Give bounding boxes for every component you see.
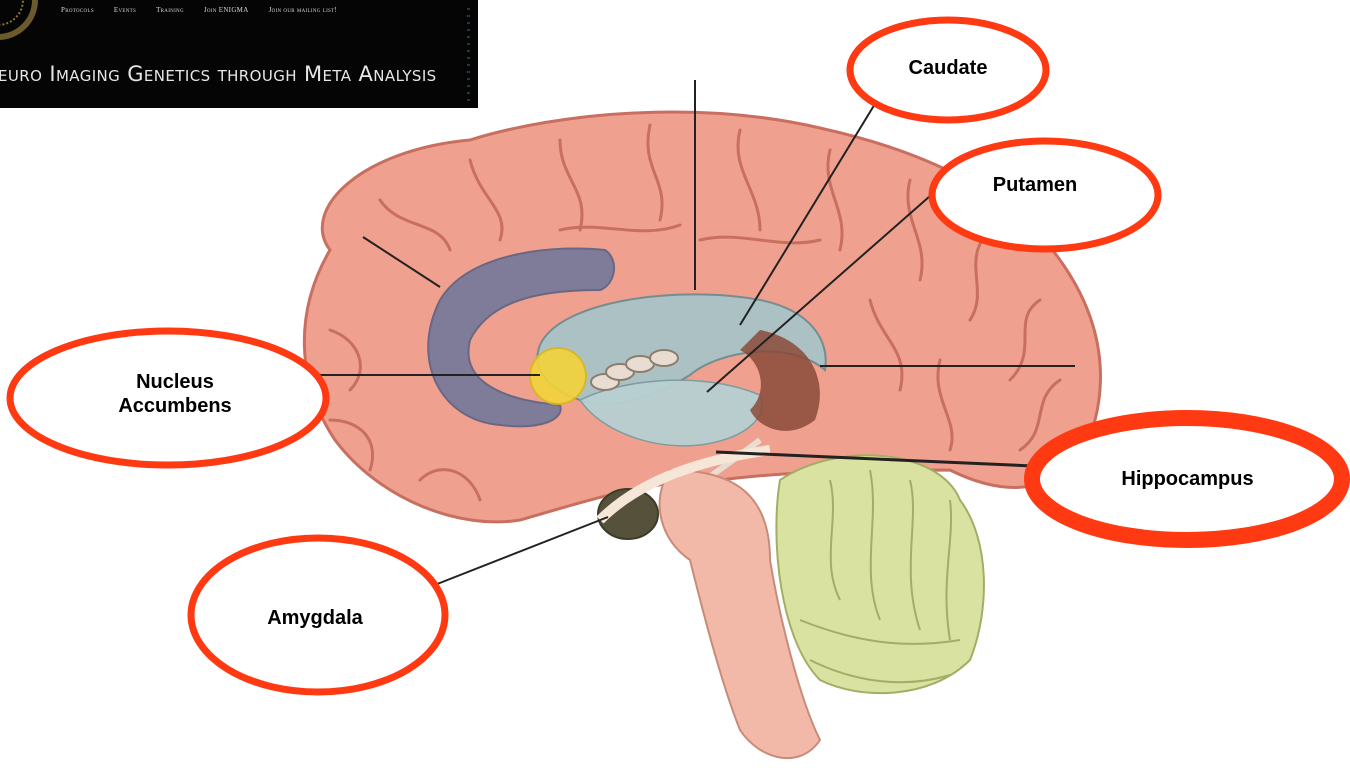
nav-join-enigma[interactable]: Join ENIGMA [204, 6, 249, 14]
banner-decoration [467, 8, 470, 104]
nucleus-accumbens-label-line2: Accumbens [110, 394, 240, 418]
nav-events[interactable]: Events [114, 6, 136, 14]
amygdala-label: Amygdala [240, 606, 390, 630]
banner-tagline: euro Imaging Genetics through Meta Analy… [0, 62, 437, 86]
cerebellum [776, 455, 984, 693]
nucleus-accumbens-label-line1: Nucleus [110, 370, 240, 394]
enigma-logo-icon [0, 0, 38, 40]
nucleus-accumbens-label: Nucleus Accumbens [110, 370, 240, 418]
nav-training[interactable]: Training [156, 6, 184, 14]
hippocampus-label: Hippocampus [1080, 467, 1295, 491]
enigma-banner: Protocols Events Training Join ENIGMA Jo… [0, 0, 478, 108]
caudate-label: Caudate [890, 56, 1006, 80]
nav-protocols[interactable]: Protocols [61, 6, 94, 14]
putamen-label: Putamen [970, 173, 1100, 197]
nav-mailing-list[interactable]: Join our mailing list! [269, 6, 338, 14]
banner-nav: Protocols Events Training Join ENIGMA Jo… [61, 6, 357, 14]
